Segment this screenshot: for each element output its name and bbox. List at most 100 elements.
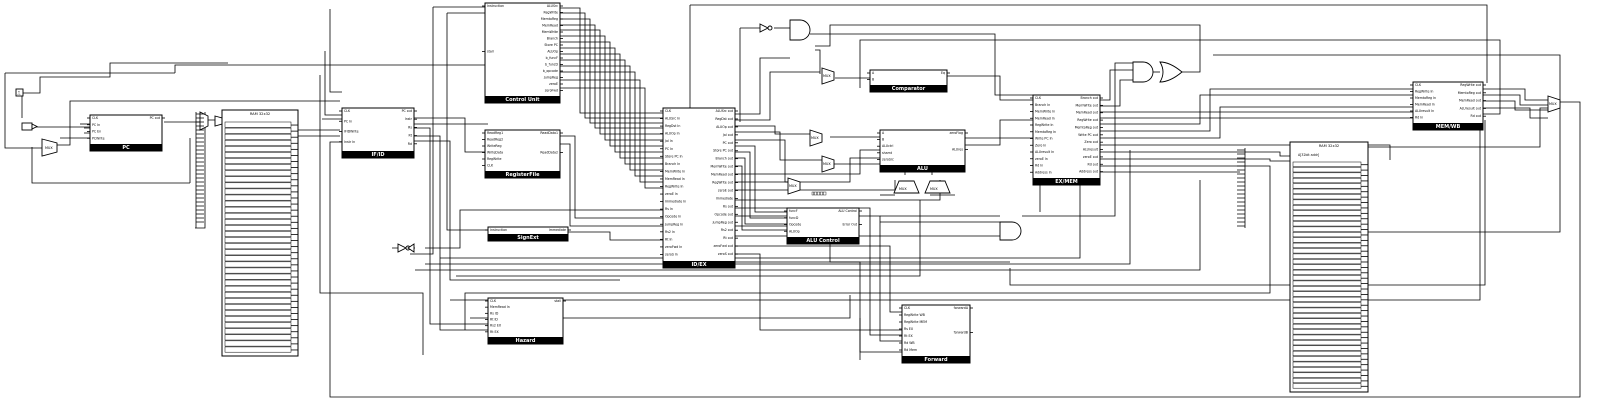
memory-cell: [1292, 280, 1362, 286]
output-port-label: Rs: [408, 125, 412, 129]
memory-cell: [224, 249, 292, 256]
input-port-label: RegDst In: [665, 124, 680, 128]
memory-cell: [1292, 329, 1362, 335]
input-port-label: Branch In: [1035, 103, 1050, 107]
memory-cell: [1292, 269, 1362, 275]
input-port-label: Rd In: [1035, 164, 1043, 168]
input-port-label: MemtoReg In: [1035, 130, 1056, 134]
memory-cell: [1292, 177, 1362, 184]
output-port-label: Branch: [547, 37, 558, 41]
memory-cell: [224, 237, 292, 244]
input-port-label: Rs In: [665, 207, 673, 211]
mux-label: MUX: [823, 74, 831, 78]
data-memory-subtitle: A[32bit addr]: [1298, 153, 1319, 157]
output-port-label: zeroFlag: [949, 131, 963, 135]
memory-cell: [1292, 237, 1362, 243]
memory-cell: [1292, 307, 1362, 313]
output-port-label: ALUOp: [547, 50, 558, 54]
input-port-label: WriteData: [487, 151, 503, 155]
output-port-label: PC out: [723, 141, 734, 145]
memory-cell: [1292, 259, 1362, 265]
input-port-label: CLK: [1415, 83, 1422, 87]
input-port-label: MemRead In: [490, 305, 510, 309]
input-port-label: Rs2 In: [665, 230, 675, 234]
input-port-label: RegWrite MEM: [904, 320, 927, 324]
shamt-mux-icon: [787, 177, 801, 195]
output-port-label: forwardA: [954, 306, 969, 310]
input-pin-icon[interactable]: [21, 122, 33, 131]
buffer-icon: [31, 123, 39, 130]
comparator-title-bar: [870, 85, 947, 92]
output-port-label: b_opcode: [543, 69, 558, 73]
input-port-label: MemRead In: [1035, 116, 1055, 120]
memory-cell: [224, 328, 292, 335]
memory-cell: [224, 261, 292, 268]
memory-cell: [224, 194, 292, 201]
control-unit-block[interactable]: Control UnitInstructionstallALUSrcRegWri…: [482, 2, 563, 104]
comparator-mux-icon: [821, 67, 835, 85]
output-port-label: JumpReg out: [712, 220, 734, 224]
memory-cell: [1292, 345, 1362, 351]
output-port-label: Rt: [409, 134, 413, 138]
input-port-label: ALUOp In: [665, 132, 680, 136]
memory-cell: [1292, 221, 1362, 227]
memory-cell: [224, 279, 292, 286]
register-file-block[interactable]: RegisterFileReadReg1ReadReg2WriteRegWrit…: [482, 129, 563, 179]
input-port-label: B: [872, 78, 874, 82]
memory-cell: [224, 176, 292, 183]
memwb-body: [1412, 81, 1484, 131]
memory-cell: [1292, 253, 1362, 259]
register-file-title: RegisterFile: [506, 172, 541, 178]
comparator-title: Comparator: [892, 86, 926, 92]
output-port-label: Eq: [941, 71, 945, 75]
output-port-label: ALUSrc out: [716, 109, 734, 113]
memory-cell: [1292, 372, 1362, 378]
output-port-label: Jal out: [722, 133, 734, 137]
memory-cell: [1292, 232, 1362, 238]
input-port-label: PC In: [665, 147, 673, 151]
memory-cell: [224, 346, 292, 353]
and-gate-icon: [789, 19, 811, 41]
input-port-label: Rs EX: [904, 327, 914, 331]
memory-cell: [224, 219, 292, 225]
memory-cell: [1292, 361, 1362, 367]
input-port-label: WriteReg: [487, 144, 501, 148]
input-port-label: PC In: [92, 123, 100, 127]
memory-cell: [1292, 350, 1362, 357]
output-port-label: Rs out: [723, 204, 734, 208]
output-port-label: ALUresult: [1083, 148, 1099, 152]
output-port-label: Rt out: [723, 236, 733, 240]
input-port-label: PC In: [344, 119, 352, 123]
output-port-label: Store PC: [544, 43, 558, 47]
clock-pin-icon[interactable]: [15, 88, 24, 97]
input-port-label: CLK: [904, 306, 911, 310]
input-port-label: CLK: [487, 164, 494, 168]
instruction-memory-block[interactable]: RAM 32x32: [221, 109, 299, 357]
output-port-label: MemRead out: [1076, 111, 1099, 115]
ifid-title: IF/ID: [371, 152, 384, 158]
memory-cell: [224, 316, 292, 323]
and-gate-icon: [999, 221, 1022, 241]
input-port-label: MemWrite In: [665, 169, 685, 173]
input-port-label: Rd In: [1415, 116, 1423, 120]
forward-body: [901, 304, 971, 364]
pc-title: PC: [122, 145, 130, 151]
memory-cell: [224, 164, 292, 171]
output-port-label: zeroE out: [718, 188, 734, 192]
input-port-label: CLK: [490, 299, 497, 303]
exmem-title-bar: [1033, 178, 1100, 185]
memory-cell: [224, 334, 292, 341]
exmem-title: EX/MEM: [1055, 179, 1077, 185]
